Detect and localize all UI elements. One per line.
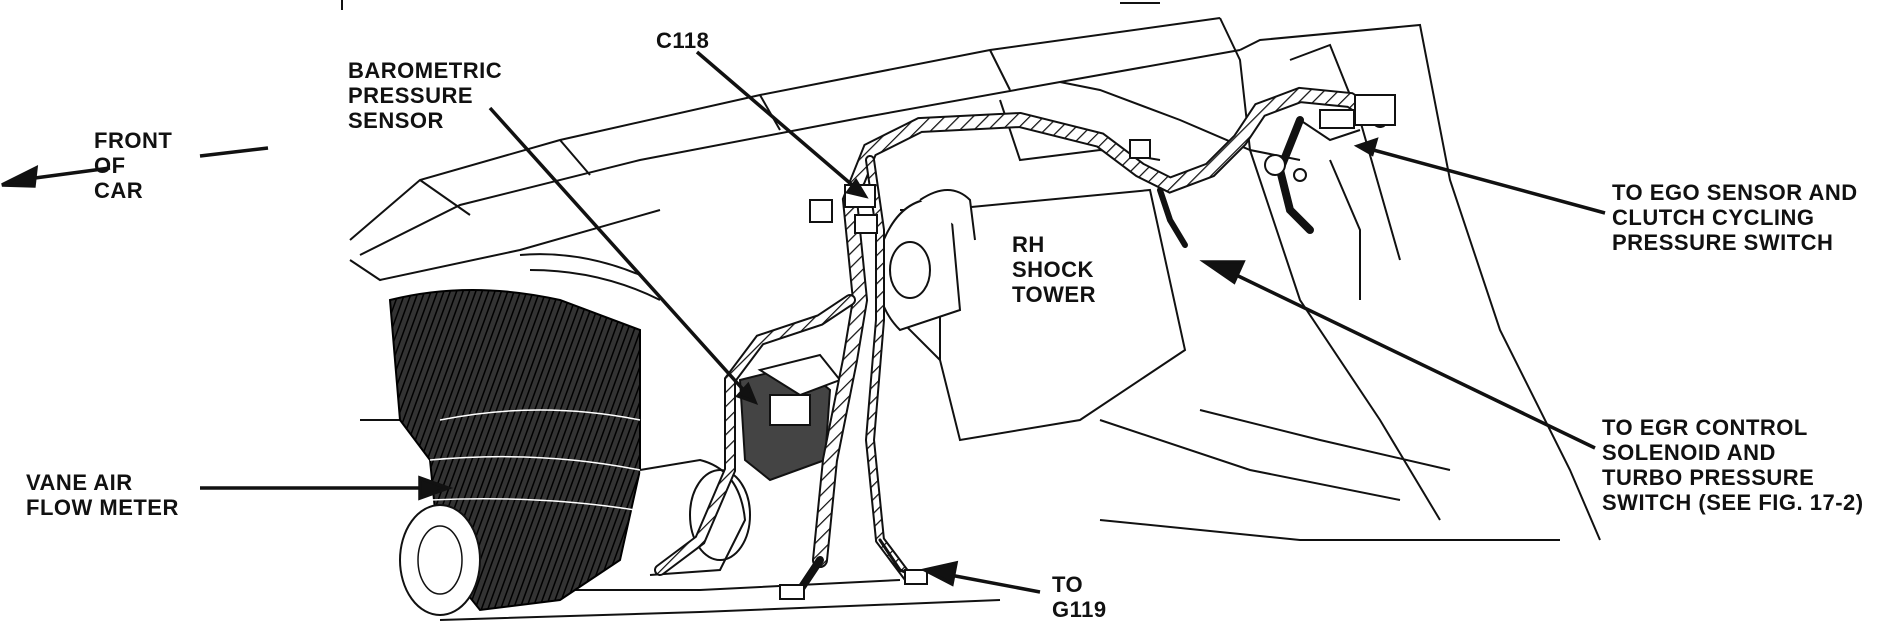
g119-label: TO G119 — [1052, 572, 1107, 622]
vane-air-flow-meter-shape — [388, 253, 751, 616]
leader-lines — [1, 50, 1606, 594]
vane-air-flow-meter-label: VANE AIR FLOW METER — [26, 470, 179, 520]
c118-leader — [695, 50, 860, 192]
canister-shape — [876, 189, 976, 332]
ego-sensor-label: TO EGO SENSOR AND CLUTCH CYCLING PRESSUR… — [1612, 180, 1858, 255]
rh-shock-tower-label: RH SHOCK TOWER — [1012, 232, 1096, 307]
c118-label: C118 — [656, 28, 710, 53]
front-of-car-arrowhead — [1, 164, 39, 188]
scan-marks — [341, 0, 1160, 10]
g119-leader — [949, 573, 1041, 594]
barometric-pressure-sensor-label: BAROMETRIC PRESSURE SENSOR — [348, 58, 503, 133]
barometric-leader — [488, 106, 750, 397]
front-of-car-arrow — [199, 146, 269, 158]
ego-leader — [1365, 146, 1606, 215]
front-of-car-label: FRONT OF CAR — [94, 128, 173, 203]
egr-control-label: TO EGR CONTROL SOLENOID AND TURBO PRESSU… — [1602, 415, 1864, 515]
egr-leader — [1229, 270, 1596, 450]
connectors — [779, 94, 1396, 600]
